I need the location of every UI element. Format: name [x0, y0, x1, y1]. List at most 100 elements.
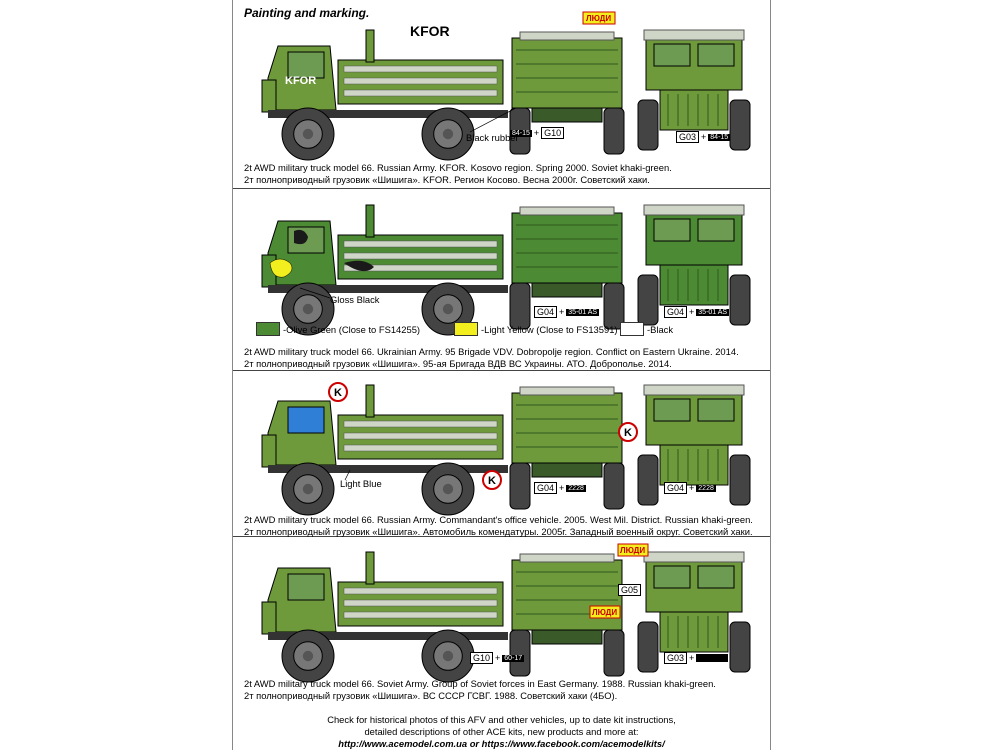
front-tire-left [637, 99, 659, 151]
front-tire-right [729, 621, 751, 673]
plate-rear: G04+35-01 AS [534, 306, 600, 318]
wheel-center [442, 128, 454, 140]
hood [261, 79, 277, 113]
front-tire-left [637, 454, 659, 506]
bed-slat [343, 420, 498, 428]
footer-links: http://www.acemodel.com.ua or https://ww… [338, 738, 665, 749]
front-tire-left [637, 621, 659, 673]
section-divider [233, 188, 770, 189]
plate-front: G03+84-15 [676, 131, 731, 143]
rear-top-bar [519, 31, 615, 41]
wheel-center [302, 483, 314, 495]
rear-frame [531, 282, 603, 298]
wheel-center [302, 128, 314, 140]
truck-front-view [637, 551, 751, 673]
exhaust-stack [365, 204, 375, 238]
windshield-right [697, 565, 735, 589]
plate-front: G04+35-01 AS [664, 306, 730, 318]
windshield-left [653, 218, 691, 242]
truck-side-view [261, 384, 508, 516]
front-top-bar [643, 29, 745, 41]
bed-slat [343, 444, 498, 452]
bed-slat [343, 599, 498, 607]
caption-ru: 2т полноприводный грузовик «Шишига». 95-… [244, 358, 672, 369]
truck-front-view [637, 384, 751, 506]
caption-en: 2t AWD military truck model 66. Ukrainia… [244, 346, 739, 357]
rear-tire-left [509, 629, 531, 677]
footer-line-2: detailed descriptions of other ACE kits,… [364, 726, 639, 737]
plate-rear: G04+2228 [534, 482, 586, 494]
truck-side-view [261, 29, 508, 161]
front-tire-right [729, 99, 751, 151]
lyudi-label: ЛЮДИ [620, 546, 645, 555]
wheel-center [302, 303, 314, 315]
windshield-left [653, 565, 691, 589]
truck-side-view [261, 204, 508, 336]
rear-tire-right [603, 629, 625, 677]
truck-side-view [261, 551, 508, 683]
rear-top-bar [519, 553, 615, 563]
chassis [268, 285, 508, 293]
bed-slat [343, 587, 498, 595]
k-sign-label: K [624, 427, 632, 439]
rear-body [511, 559, 623, 631]
cab-window [287, 51, 325, 79]
bed-slat [343, 77, 498, 85]
bed-slat [343, 252, 498, 260]
page-title: Painting and marking. [244, 6, 370, 20]
windshield-right [697, 398, 735, 422]
front-tire-right [729, 454, 751, 506]
plate-front-code: G05 [618, 584, 642, 596]
k-sign [328, 382, 348, 402]
grille [659, 89, 729, 131]
grille [659, 444, 729, 486]
lyudi-label: ЛЮДИ [592, 608, 617, 617]
truck-front-view [637, 204, 751, 326]
windshield-left [653, 398, 691, 422]
windshield-right [697, 218, 735, 242]
lyudi-label: ЛЮДИ [586, 14, 611, 23]
caption-en: 2t AWD military truck model 66. Soviet A… [244, 678, 716, 689]
bed-slat [343, 65, 498, 73]
cab-window [287, 573, 325, 601]
section-divider [233, 536, 770, 537]
front-tire-right [729, 274, 751, 326]
legend-light-yellow: -Light Yellow (Close to FS13591) [454, 322, 618, 336]
leader-line [344, 469, 351, 481]
front-top-bar [643, 204, 745, 216]
lyudi-sign [589, 605, 621, 619]
rear-tire-right [603, 462, 625, 510]
callout-black-rubber: Black rubber [466, 132, 519, 143]
plate-rear: G10+60-17 [470, 652, 525, 664]
rear-frame [531, 107, 603, 123]
truck-rear-view [509, 206, 625, 330]
kfor-door-label: KFOR [285, 75, 316, 87]
hood [261, 601, 277, 635]
front-top-bar [643, 551, 745, 563]
plate-front: G04+2228 [664, 482, 716, 494]
callout-light-blue: Light Blue [340, 478, 382, 489]
wheel-center [442, 303, 454, 315]
k-sign-label: K [334, 387, 342, 399]
exhaust-stack [365, 29, 375, 63]
caption-ru: 2т полноприводный грузовик «Шишига». ВС … [244, 690, 618, 701]
rear-body [511, 212, 623, 284]
k-sign [482, 470, 502, 490]
legend-black: -Black [620, 322, 673, 336]
rear-top-bar [519, 206, 615, 216]
caption-en: 2t AWD military truck model 66. Russian … [244, 162, 672, 173]
chassis [268, 632, 508, 640]
rear-tire-left [509, 282, 531, 330]
caption-en: 2t AWD military truck model 66. Russian … [244, 514, 753, 525]
swatch-black [620, 322, 644, 336]
rear-frame [531, 462, 603, 478]
exhaust-stack [365, 384, 375, 418]
camo-patch [294, 229, 308, 245]
truck-front-view [637, 29, 751, 151]
leader-line [299, 287, 331, 299]
k-sign-label: K [488, 475, 496, 487]
leader-line [469, 107, 517, 133]
caption-ru: 2т полноприводный грузовик «Шишига». Авт… [244, 526, 753, 537]
bed-slat [343, 89, 498, 97]
truck-rear-view [509, 31, 625, 155]
